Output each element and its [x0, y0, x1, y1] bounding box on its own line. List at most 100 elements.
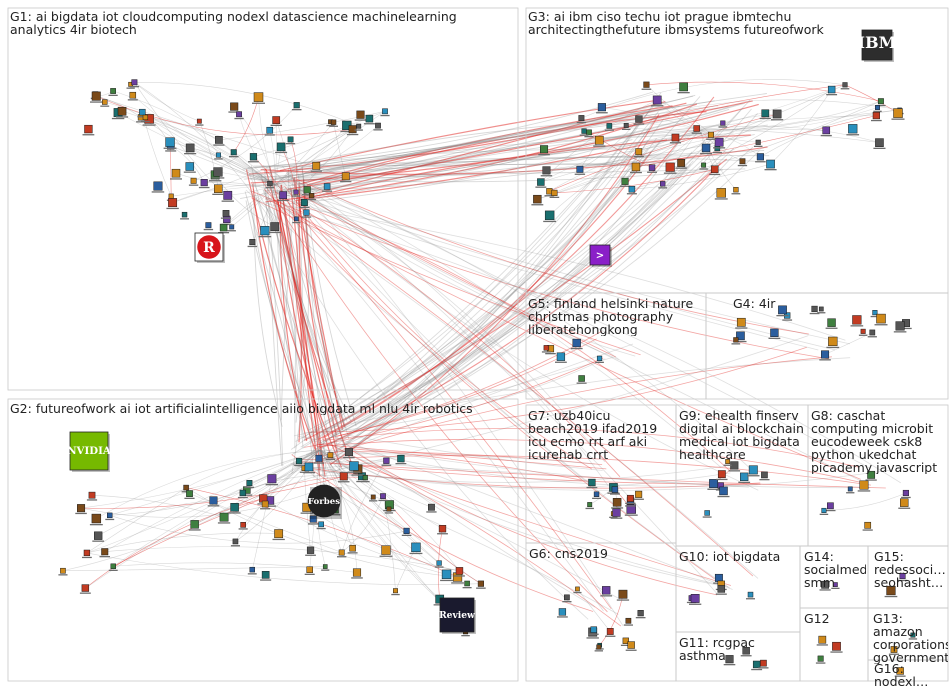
edge-bundle-g2-g3 [300, 137, 664, 448]
node-avatar [647, 164, 657, 173]
edge-to-hub [699, 129, 761, 158]
edge-bundle-g7 [317, 443, 607, 470]
node-avatar [620, 637, 631, 646]
node-avatar [702, 510, 712, 518]
node-avatar [858, 328, 868, 336]
node-avatar [434, 560, 444, 568]
edge-bundle-g7 [284, 185, 593, 470]
letter-r-logo: R [194, 232, 225, 263]
node-avatar [270, 116, 282, 126]
edge-bundle-g1-g2 [298, 189, 321, 477]
node-avatar [611, 498, 624, 509]
edge-bundle-g1-g3 [265, 103, 698, 203]
node-avatar [746, 591, 755, 600]
edge-to-hub [554, 129, 701, 194]
node-avatar [723, 655, 736, 666]
edge-to-hub [109, 449, 321, 516]
edge-bundle-g8 [301, 461, 886, 489]
edge-intra [85, 498, 264, 589]
edge-to-hub [601, 107, 701, 131]
edge-intra [626, 84, 846, 126]
edge-bundle-g2-g3 [290, 110, 650, 450]
edge-to-hub [148, 118, 276, 186]
node-avatar [264, 126, 275, 136]
edge-to-hub [599, 129, 701, 141]
logo-text: Forbes [308, 497, 340, 507]
node-avatar [211, 167, 225, 179]
edge-to-hub [662, 129, 701, 184]
node-avatar [476, 580, 486, 589]
edge-bundle-g2-g3 [325, 139, 682, 464]
edge-bundle-g4 [277, 204, 846, 341]
edge-bundle-g7 [289, 186, 606, 463]
edge-bundle-g6 [291, 454, 594, 612]
node-avatar [238, 522, 248, 530]
edge-to-hub [274, 125, 348, 186]
node-avatar [586, 478, 598, 489]
edge-bundle-g1-g3 [310, 105, 680, 177]
node-avatar [275, 142, 288, 154]
node-avatar [86, 491, 98, 501]
edge-bundle-g1-g2 [267, 195, 327, 469]
edge-bundle-g7 [339, 451, 603, 465]
edge-to-hub [86, 449, 321, 554]
edge-bundle-g1-g3 [253, 161, 665, 167]
node-avatar [738, 472, 751, 483]
edge-intra [234, 476, 366, 508]
node-avatar [380, 108, 390, 117]
node-avatar [633, 490, 644, 500]
edge-bundle-g2-g3 [293, 128, 650, 467]
edge-bundle-g2-g3 [341, 160, 694, 446]
node-avatar [820, 126, 832, 137]
node-avatar [873, 138, 886, 149]
edge-bundle-g1-g3 [274, 95, 694, 179]
node-avatar [894, 667, 906, 677]
edge-bundle-g2-g3 [331, 146, 754, 436]
edge-bundle-g6 [330, 432, 596, 608]
group-label-g8: G8: caschat computing microbit eucodewee… [811, 409, 938, 474]
node-avatar [188, 520, 201, 531]
node-avatar [717, 486, 730, 498]
edge-intra [599, 594, 624, 646]
node-avatar [870, 310, 880, 318]
edge-to-hub [319, 449, 401, 459]
edge-bundle-g1-g3 [250, 140, 685, 181]
node-avatar [826, 336, 840, 349]
edge-bundle-g1-g3 [242, 148, 643, 170]
edge-bundle-g1-g3 [292, 156, 756, 172]
edge-bundle-g6 [290, 463, 619, 615]
node-avatar [538, 145, 550, 156]
logo-text: R [203, 240, 215, 256]
edge-bundle-g2-g3 [295, 162, 645, 442]
edge-bundle-g1-g2 [280, 191, 296, 421]
node-avatar [857, 480, 871, 492]
node-avatar [600, 586, 613, 597]
edge-bundle-g1-g2 [293, 179, 304, 423]
edge-intra [134, 82, 200, 122]
edge-bundle-g10 [277, 200, 754, 577]
group-box-g2 [7, 398, 519, 682]
node-avatar [183, 162, 196, 173]
edge-intra [760, 109, 900, 158]
edge-bundle-g1-g2 [253, 188, 315, 479]
node-avatar [198, 179, 210, 189]
node-avatar [329, 119, 338, 127]
edge-to-hub [549, 129, 701, 192]
node-avatar [268, 222, 281, 234]
edge-intra [540, 99, 658, 183]
node-avatar [669, 133, 681, 144]
edge-to-hub [319, 449, 384, 497]
node-avatar [865, 470, 877, 481]
node-avatar [768, 328, 781, 339]
edge-bundle-g1-g3 [262, 100, 715, 183]
node-avatar [108, 563, 118, 571]
node-avatar [625, 641, 637, 651]
node-avatar [898, 498, 911, 509]
edge-to-hub [242, 449, 321, 526]
node-avatar [163, 137, 177, 149]
group-label-g12: G12 [804, 612, 830, 625]
edge-bundle-g2-g3 [322, 151, 652, 439]
node-avatar [184, 143, 197, 155]
edge-bundle-g2-g3 [346, 156, 733, 446]
